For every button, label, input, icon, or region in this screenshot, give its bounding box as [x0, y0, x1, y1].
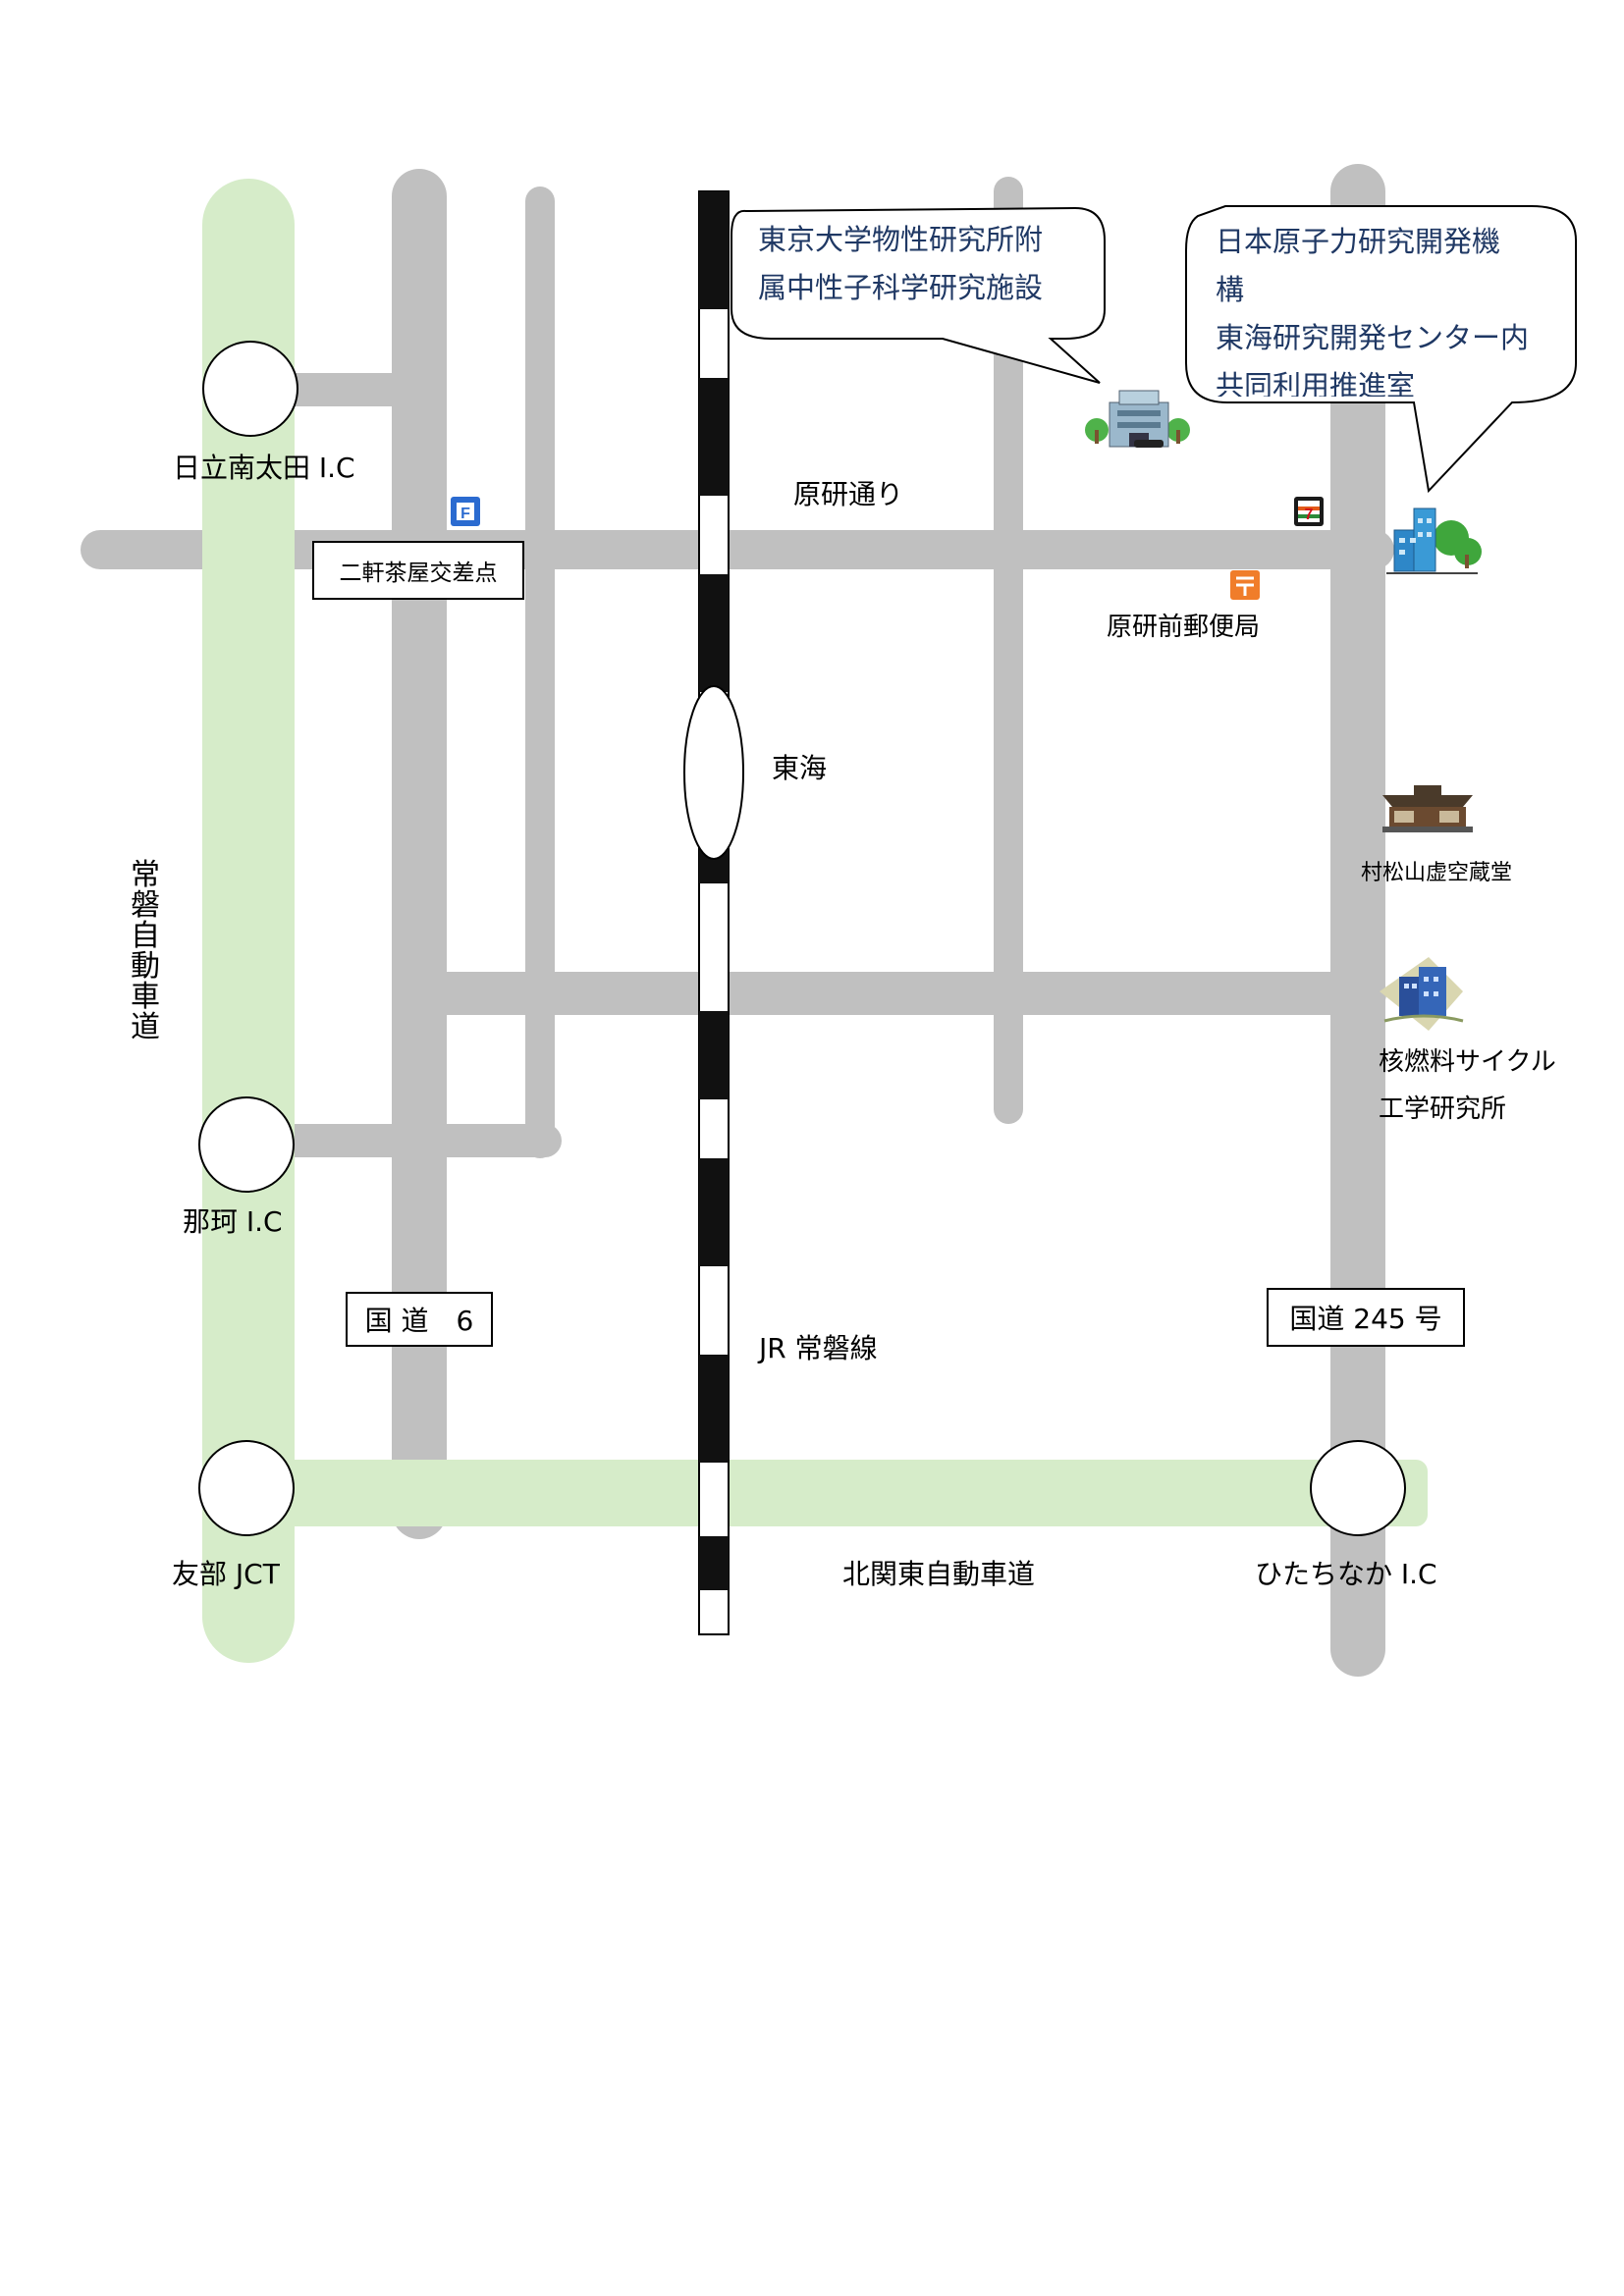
institute-building-icon	[1380, 957, 1464, 1031]
route245-box: 国道 245 号	[1267, 1288, 1465, 1347]
hitachinaka-ic-label: ひたちなか I.C	[1255, 1558, 1437, 1590]
route245-label: 国道 245 号	[1289, 1303, 1442, 1335]
seven-eleven-glyph: 7	[1305, 507, 1314, 523]
muramatsu-kokuzo-do-label: 村松山虚空蔵堂	[1361, 861, 1513, 885]
issp-callout-bubble	[731, 206, 1106, 384]
jaea-callout-line2: 構	[1216, 273, 1245, 306]
genken-mae-post-office-label: 原研前郵便局	[1107, 613, 1261, 642]
jaea-callout-line3: 東海研究開発センター内	[1216, 321, 1530, 354]
hitachi-minami-ota-ic-label: 日立南太田 I.C	[173, 452, 355, 484]
jaea-callout-line4: 共同利用推進室	[1216, 369, 1416, 397]
issp-callout-line1: 東京大学物性研究所附	[758, 223, 1044, 256]
genken-dori-label: 原研通り	[793, 478, 904, 510]
jr-joban-railway	[683, 190, 744, 1635]
nuclear-fuel-cycle-label-line2: 工学研究所	[1379, 1095, 1507, 1124]
expressways	[202, 179, 1428, 1663]
family-mart-glyph: F	[460, 506, 470, 522]
naka-ic-marker	[198, 1096, 295, 1193]
family-mart-icon: F	[451, 497, 480, 526]
nuclear-fuel-cycle-label-line1: 核燃料サイクル	[1379, 1047, 1556, 1077]
tokai-station-marker	[683, 685, 744, 860]
issp-callout-line2: 属中性子科学研究施設	[758, 271, 1044, 304]
nikenchaya-intersection-box: 二軒茶屋交差点	[312, 541, 524, 600]
jaea-callout-bubble	[1185, 205, 1577, 494]
post-office-icon	[1230, 570, 1260, 600]
issp-callout-text: 東京大学物性研究所附 属中性子科学研究施設	[758, 216, 1043, 312]
route6-box: 国 道 6	[346, 1292, 493, 1347]
route6-label: 国 道 6	[364, 1305, 474, 1337]
hitachinaka-ic-marker	[1310, 1440, 1406, 1536]
tokai-station-label: 東海	[772, 752, 828, 784]
tomobe-jct-label: 友部 JCT	[172, 1558, 280, 1590]
callout-bubbles	[731, 205, 1577, 494]
office-building-icon	[1386, 507, 1482, 574]
hitachi-minami-ota-ic-marker	[202, 341, 298, 437]
nikenchaya-intersection-label: 二軒茶屋交差点	[339, 561, 498, 586]
joban-expressway-label: 常磐自動車道	[131, 858, 160, 1044]
jaea-callout-line1: 日本原子力研究開発機	[1216, 225, 1501, 258]
kitakanto-expressway-road	[202, 1460, 1428, 1526]
tomobe-jct-marker	[198, 1440, 295, 1536]
jaea-callout-text: 日本原子力研究開発機 構 東海研究開発センター内 共同利用推進室	[1216, 218, 1529, 397]
jr-joban-line-label: JR 常磐線	[759, 1332, 878, 1364]
naka-ic-label: 那珂 I.C	[183, 1205, 283, 1238]
interchanges	[198, 341, 1406, 1536]
kitakanto-expressway-label: 北関東自動車道	[842, 1558, 1036, 1590]
building-icon	[1085, 390, 1190, 448]
seven-eleven-icon: 7	[1294, 497, 1324, 526]
temple-icon	[1382, 785, 1473, 832]
joban-expressway-road	[202, 179, 295, 1663]
